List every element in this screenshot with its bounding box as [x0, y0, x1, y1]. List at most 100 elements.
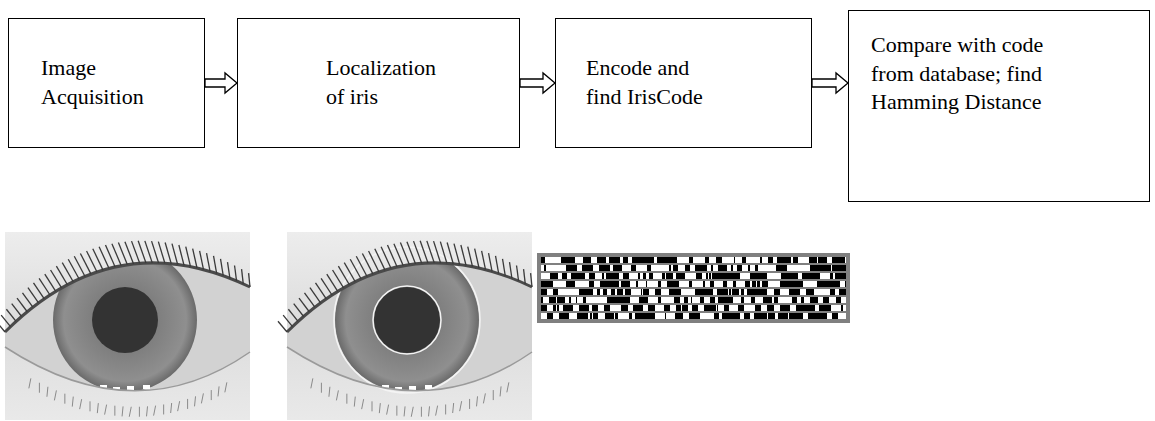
iriscode-bit: [681, 313, 683, 319]
iriscode-bit: [740, 273, 745, 279]
iriscode-bit: [763, 297, 766, 303]
iriscode-bit: [703, 265, 706, 271]
iriscode-bit: [809, 257, 814, 263]
iriscode-bit: [789, 289, 795, 295]
iriscode-bit: [825, 257, 826, 263]
iriscode-bit: [661, 297, 664, 303]
iriscode-bit: [831, 281, 836, 287]
iriscode-bit: [558, 273, 559, 279]
iriscode-bit: [801, 297, 803, 303]
iriscode-bit: [585, 289, 586, 295]
iriscode-bit: [688, 305, 692, 311]
iriscode-bit: [593, 265, 599, 271]
iriscode-bit: [619, 265, 622, 271]
iriscode-bit: [764, 289, 767, 295]
iriscode-bit: [621, 289, 623, 295]
iriscode-bit: [758, 265, 764, 271]
iriscode-bit: [568, 265, 573, 271]
iriscode-bit: [544, 265, 546, 271]
iriscode-bit: [546, 265, 550, 271]
iriscode-bit: [655, 289, 661, 295]
iriscode-bit: [549, 257, 554, 263]
iriscode-bit: [791, 257, 793, 263]
iriscode-bit: [705, 281, 710, 287]
iriscode-bit: [575, 257, 577, 263]
iriscode-bit: [773, 281, 774, 287]
iriscode-bit: [714, 313, 719, 319]
process-box: Compare with code from database; find Ha…: [848, 10, 1150, 202]
iriscode-bit: [604, 273, 606, 279]
iriscode-bit: [676, 305, 679, 311]
iriscode-bit: [832, 265, 833, 271]
iriscode-bit: [764, 265, 767, 271]
iriscode-bit: [614, 281, 619, 287]
iriscode-bit: [639, 297, 645, 303]
iriscode-bit: [798, 257, 799, 263]
iriscode-bit: [674, 297, 680, 303]
iriscode-bit: [582, 265, 586, 271]
eyelash: [468, 247, 473, 267]
iriscode-bit: [681, 305, 682, 311]
iriscode-bit: [827, 313, 832, 319]
iriscode-bit: [566, 281, 571, 287]
iriscode-bit: [836, 297, 841, 303]
iriscode-bit: [709, 297, 710, 303]
iriscode-bit: [541, 297, 543, 303]
iriscode-bit: [575, 281, 581, 287]
lower-eyelash: [171, 403, 172, 413]
iriscode-bit: [836, 305, 841, 311]
process-box: Encode and find IrisCode: [555, 18, 812, 148]
iriscode-bit: [762, 257, 764, 263]
iriscode-bit: [583, 297, 586, 303]
iriscode-bit: [745, 273, 750, 279]
iriscode-bit: [736, 313, 740, 319]
iriscode-bit: [729, 257, 733, 263]
iriscode-bit: [806, 273, 812, 279]
iriscode-bit: [706, 273, 708, 279]
iriscode-bit: [699, 289, 703, 295]
eyelash: [517, 266, 519, 281]
block-arrow: [812, 73, 848, 93]
iriscode-bit: [827, 289, 830, 295]
iriscode-bit: [841, 305, 843, 311]
lower-eyelash: [80, 399, 82, 409]
iriscode-bit: [726, 313, 731, 319]
iriscode-bit: [543, 297, 544, 303]
iriscode-bit: [695, 265, 700, 271]
iriscode-bit: [549, 297, 553, 303]
iriscode-bit: [624, 265, 626, 271]
iriscode-bit: [842, 265, 846, 271]
iriscode-bit: [785, 297, 787, 303]
iriscode-bit: [558, 289, 564, 295]
lower-eyelash: [163, 404, 164, 414]
iriscode-bit: [728, 289, 729, 295]
iriscode-bit: [631, 289, 635, 295]
iriscode-bit: [562, 273, 566, 279]
iriscode-bit: [743, 281, 745, 287]
iriscode-bit: [636, 281, 638, 287]
iriscode-bit: [821, 305, 825, 311]
iriscode-bit: [648, 305, 652, 311]
iriscode-bit: [665, 265, 669, 271]
iriscode-bit: [546, 305, 547, 311]
iriscode-bit: [721, 313, 722, 319]
iriscode-bit: [766, 297, 772, 303]
iriscode-bit: [768, 281, 773, 287]
iriscode-bit: [681, 289, 685, 295]
iriscode-bit: [825, 289, 827, 295]
eyelash: [242, 269, 244, 284]
iriscode-bit: [780, 305, 782, 311]
iriscode-bit: [785, 273, 791, 279]
iriscode-bit: [541, 289, 545, 295]
lower-eyelash: [225, 382, 227, 392]
iriscode-bit: [792, 273, 795, 279]
iriscode-bit: [771, 265, 776, 271]
iriscode-bit: [700, 265, 701, 271]
iriscode-bit: [812, 297, 818, 303]
iriscode-bit: [574, 297, 576, 303]
iriscode-bit: [577, 305, 579, 311]
iriscode-bit: [731, 265, 733, 271]
iriscode-bit: [759, 289, 763, 295]
iriscode-bit: [592, 305, 598, 311]
iriscode-bit: [740, 257, 742, 263]
